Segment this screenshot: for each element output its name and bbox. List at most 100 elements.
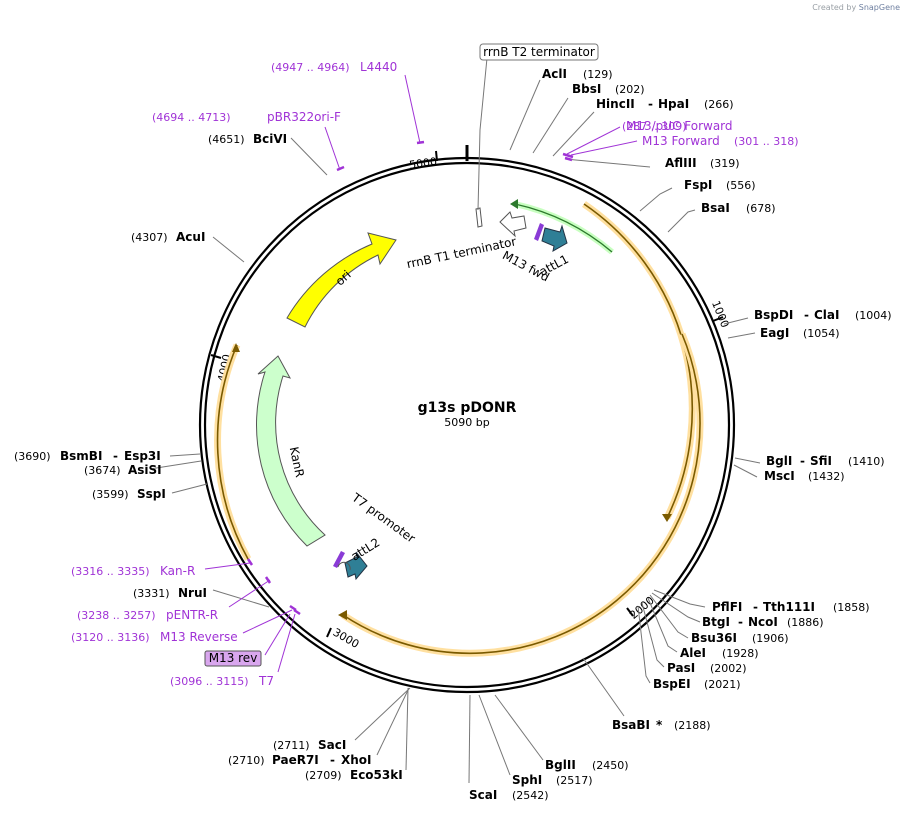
enzyme-sphi[interactable]: SphI	[512, 773, 542, 787]
enzyme-bsmbi[interactable]: BsmBI	[60, 449, 102, 463]
enzyme-eco53ki[interactable]: Eco53kI	[350, 768, 403, 782]
enzyme-pasi[interactable]: PasI	[667, 661, 695, 675]
primer-pbr322-range: (4694 .. 4713)	[152, 111, 231, 124]
leader-m13-rev-feature	[264, 613, 291, 656]
tick-3000	[326, 627, 332, 638]
enzyme-nrui[interactable]: NruI	[178, 586, 207, 600]
backbone-inner-strand	[203, 161, 731, 689]
primer-l4440[interactable]: L4440	[360, 60, 397, 74]
enzyme-pflfi-pos: (1858)	[833, 601, 870, 614]
primer-pbr322[interactable]: pBR322ori-F	[267, 110, 341, 124]
enzyme-sfii[interactable]: SfiI	[810, 454, 832, 468]
enzyme-bcivi[interactable]: BciVI	[253, 132, 287, 146]
enzyme-hpai[interactable]: HpaI	[658, 97, 689, 111]
enzyme-bglii[interactable]: BglII	[545, 758, 576, 772]
enzyme-btgi-sep: -	[738, 615, 743, 629]
primer-pentr[interactable]: pENTR-R	[166, 608, 218, 622]
enzyme-bsu36i[interactable]: Bsu36I	[691, 631, 737, 645]
rrnb-t1-terminator-arrow[interactable]	[499, 211, 527, 238]
tick-4000	[210, 354, 222, 359]
enzyme-paer7i[interactable]: PaeR7I	[272, 753, 319, 767]
kanr-feature[interactable]	[256, 355, 326, 547]
primer-m13puc[interactable]: M13/pUC Forward	[626, 119, 733, 133]
enzyme-scai-pos: (2542)	[512, 789, 549, 802]
leader-rrnb-t2	[477, 57, 488, 211]
primer-leader-lines	[204, 74, 638, 673]
attl1-feature[interactable]	[541, 224, 568, 252]
enzyme-fspi[interactable]: FspI	[684, 178, 712, 192]
enzyme-sphi-pos: (2517)	[556, 774, 593, 787]
orf-arc-1-glow	[582, 201, 696, 520]
primer-kanr-range: (3316 .. 3335)	[71, 565, 150, 578]
enzyme-bbsi[interactable]: BbsI	[572, 82, 601, 96]
enzyme-xhoi[interactable]: XhoI	[341, 753, 372, 767]
enzyme-bsabi[interactable]: BsaBI	[612, 718, 650, 732]
enzyme-saci-pos: (2711)	[273, 739, 310, 752]
enzyme-paer7i-sep: -	[330, 753, 335, 767]
leader-btgi	[651, 592, 701, 623]
enzyme-asisi[interactable]: AsiSI	[128, 463, 162, 477]
tick-label-3000: 3000	[331, 626, 362, 651]
primer-pentr-range: (3238 .. 3257)	[77, 609, 156, 622]
tick-5000	[435, 150, 438, 162]
primer-m13f[interactable]: M13 Forward	[642, 134, 720, 148]
enzyme-aflii[interactable]: AflIII	[665, 156, 697, 170]
enzyme-bgli[interactable]: BglI	[766, 454, 792, 468]
enzyme-fspi-pos: (556)	[726, 179, 756, 192]
enzyme-scai[interactable]: ScaI	[469, 788, 497, 802]
rrnb-t2-label: rrnB T2 terminator	[483, 45, 595, 59]
enzyme-esp3i[interactable]: Esp3I	[124, 449, 161, 463]
leader-msci	[733, 464, 758, 478]
enzyme-bspdi-pos: (1004)	[855, 309, 892, 322]
enzyme-acui-pos: (4307)	[131, 231, 168, 244]
orf-arc-2-arrowhead	[338, 610, 347, 620]
leader-pflfi	[653, 589, 706, 608]
leader-bbsi	[532, 97, 569, 154]
enzyme-bspei[interactable]: BspEI	[653, 677, 691, 691]
enzyme-ncoi[interactable]: NcoI	[748, 615, 778, 629]
enzyme-bspdi[interactable]: BspDI	[754, 308, 793, 322]
enzyme-bsabi-pos: (2188)	[674, 719, 711, 732]
ori-feature[interactable]	[286, 232, 397, 328]
leader-hincii	[552, 111, 595, 157]
m13-fwd-arc	[514, 203, 613, 253]
enzyme-pflfi[interactable]: PflFI	[712, 600, 742, 614]
leader-t7	[277, 613, 296, 673]
enzyme-saci[interactable]: SacI	[318, 738, 346, 752]
leader-scai	[468, 694, 471, 784]
primer-m13f-range: (301 .. 318)	[734, 135, 799, 148]
enzyme-msci[interactable]: MscI	[764, 469, 795, 483]
primer-kanr[interactable]: Kan-R	[160, 564, 195, 578]
enzyme-tth111i[interactable]: Tth111I	[763, 600, 815, 614]
enzyme-bsu36i-pos: (1906)	[752, 632, 789, 645]
primer-mark-m13puc	[562, 152, 574, 159]
snapgene-logo-text: SnapGene	[858, 3, 900, 12]
leader-bspei	[637, 605, 651, 684]
enzyme-hincii[interactable]: HincII	[596, 97, 635, 111]
attl2-feature[interactable]	[344, 551, 368, 581]
rrnb-t1-terminator-label: rrnB T1 terminator	[405, 234, 517, 271]
enzyme-eagi[interactable]: EagI	[760, 326, 789, 340]
primer-mark-kanr	[246, 558, 254, 566]
orf-arc-3	[216, 344, 249, 560]
leader-kanr-primer	[204, 562, 251, 570]
enzyme-bsai[interactable]: BsaI	[701, 201, 730, 215]
enzyme-msci-pos: (1432)	[808, 470, 845, 483]
primer-m13puc-range: (287 .. 309)	[622, 120, 687, 133]
rrnb-t1-terminator-mark[interactable]	[475, 207, 483, 228]
enzyme-clai[interactable]: ClaI	[814, 308, 839, 322]
leader-bsabi	[582, 657, 625, 717]
credit-label: Created by SnapGene	[812, 3, 900, 12]
primer-m13rev-range: (3120 .. 3136)	[71, 631, 150, 644]
enzyme-alei[interactable]: AleI	[680, 646, 706, 660]
enzyme-eco53ki-pos: (2709)	[305, 769, 342, 782]
primer-m13rev[interactable]: M13 Reverse	[160, 630, 238, 644]
enzyme-acui[interactable]: AcuI	[176, 230, 205, 244]
enzyme-sspi[interactable]: SspI	[137, 487, 166, 501]
enzyme-acli[interactable]: AclI	[542, 67, 567, 81]
attl2-label: attL2	[348, 535, 382, 563]
m13-rev-feature-box[interactable]	[204, 650, 262, 667]
enzyme-asisi-pos: (3674)	[84, 464, 121, 477]
primer-t7[interactable]: T7	[258, 674, 274, 688]
enzyme-btgi[interactable]: BtgI	[702, 615, 730, 629]
